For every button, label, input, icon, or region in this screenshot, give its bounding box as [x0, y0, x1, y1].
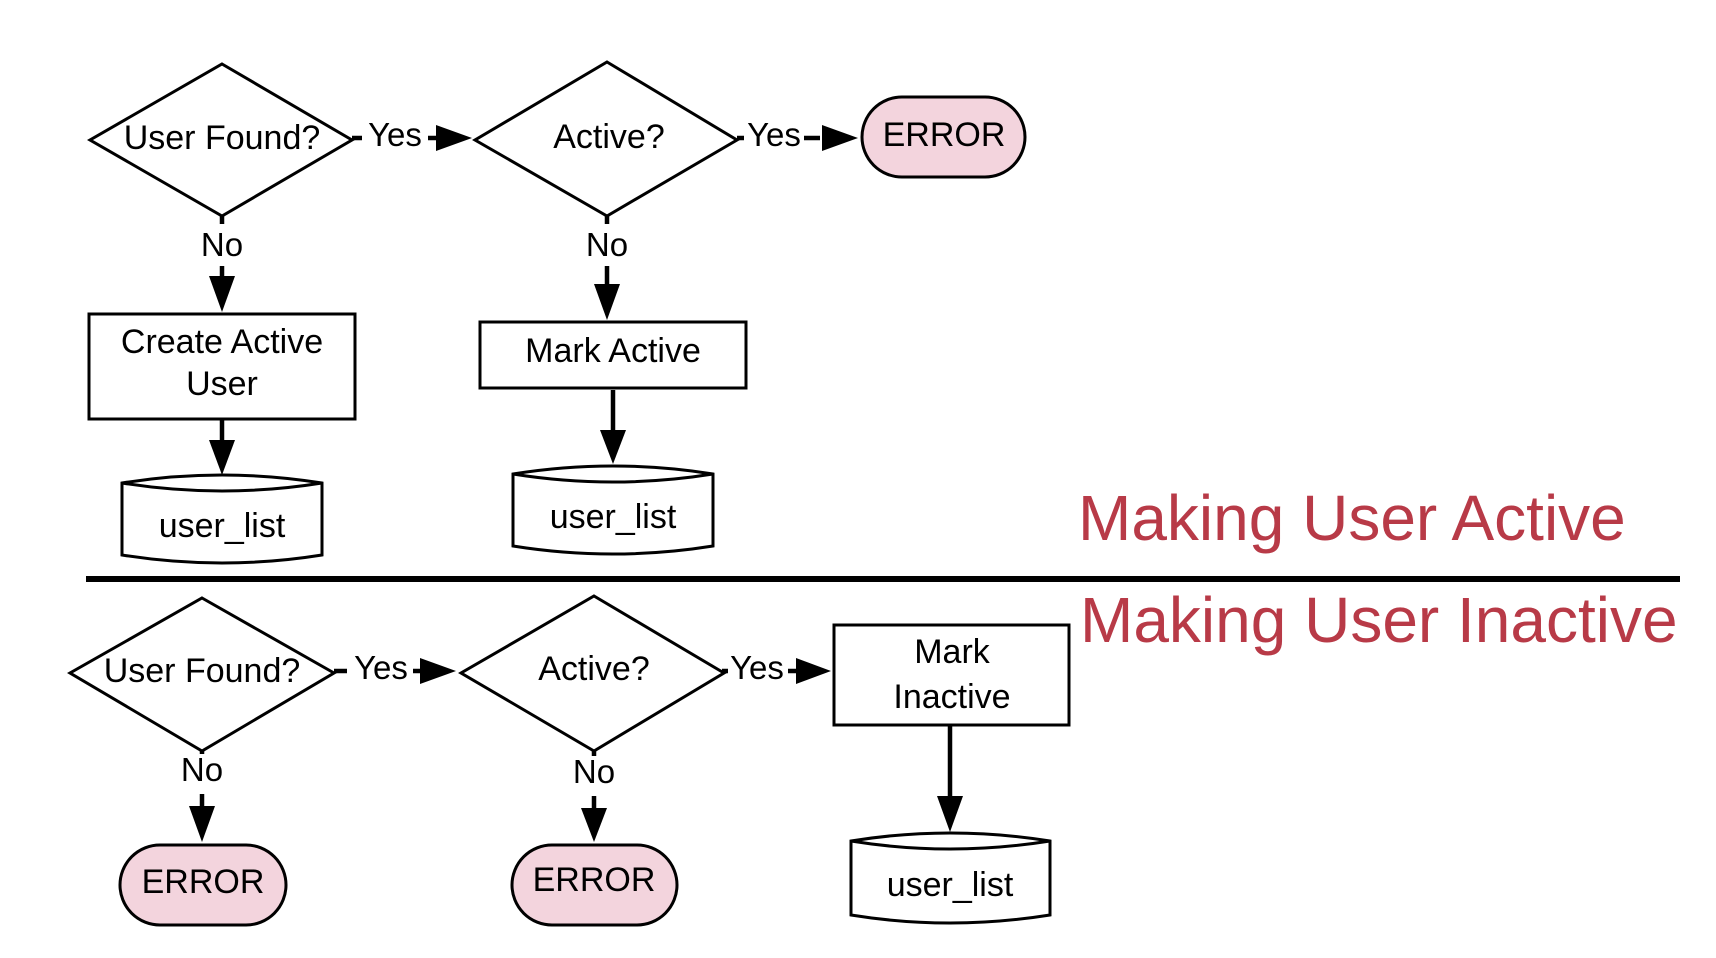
label-error-inactive-2: ERROR — [533, 861, 656, 899]
label-bg-a-no1 — [192, 224, 252, 266]
label-bg-a-yes2 — [744, 116, 804, 156]
section-title-active: Making User Active — [1078, 482, 1626, 554]
label-bg-i-yes2 — [728, 650, 788, 690]
label-db-a1: user_list — [159, 507, 286, 545]
label-user-found-active: User Found? — [124, 119, 321, 157]
label-active-active: Active? — [553, 118, 665, 156]
decision-user-found-inactive — [67, 596, 337, 753]
label-error-active: ERROR — [883, 116, 1006, 154]
bottom-arrowheads — [189, 658, 963, 842]
label-mark-inactive-line1: Mark — [914, 633, 991, 671]
process-mark-active — [478, 320, 748, 390]
top-arrowheads — [209, 125, 858, 475]
database-user-list-a2 — [511, 464, 715, 556]
edge-label-a-yes2: Yes — [747, 116, 801, 153]
label-bg-a-yes1 — [362, 116, 428, 156]
database-user-list-i — [849, 831, 1052, 925]
label-bg-i-no1 — [172, 754, 232, 794]
decision-active-active — [472, 60, 740, 218]
terminal-error-inactive-2 — [510, 843, 679, 927]
edge-label-a-no1: No — [201, 226, 243, 263]
process-mark-inactive — [832, 623, 1071, 727]
label-create-active-line2: User — [186, 365, 258, 403]
edge-label-a-yes1: Yes — [368, 116, 422, 153]
label-bg-i-yes1 — [347, 650, 413, 690]
process-create-active-user — [87, 312, 357, 421]
arrowhead-i-yes2 — [796, 658, 831, 684]
arrowhead-i-mark-db — [937, 796, 963, 832]
label-bg-a-no2 — [577, 224, 637, 266]
label-mark-inactive-line2: Inactive — [893, 678, 1010, 716]
edge-label-i-no1: No — [181, 751, 223, 788]
terminal-error-active — [860, 95, 1027, 179]
label-active-inactive: Active? — [538, 650, 650, 688]
label-bg-i-no2 — [564, 756, 624, 796]
edge-label-i-yes2: Yes — [730, 649, 784, 686]
arrowhead-i-no1 — [189, 806, 215, 842]
edge-label-i-no2: No — [573, 753, 615, 790]
label-db-i: user_list — [887, 866, 1014, 904]
label-create-active-line1: Create Active — [121, 323, 323, 361]
database-user-list-a1 — [120, 473, 324, 565]
decision-active-inactive — [458, 594, 727, 753]
arrowhead-i-no2 — [581, 808, 607, 842]
label-user-found-inactive: User Found? — [104, 652, 301, 690]
label-mark-active: Mark Active — [525, 332, 701, 370]
arrowhead-a-mark-db — [600, 430, 626, 464]
arrowhead-a-yes2 — [822, 125, 858, 151]
terminal-error-inactive-1 — [118, 843, 288, 927]
edge-label-a-no2: No — [586, 226, 628, 263]
arrowhead-a-yes1 — [436, 125, 472, 151]
decision-user-found-active — [86, 62, 355, 218]
section-title-inactive: Making User Inactive — [1080, 584, 1678, 656]
arrowhead-a-no1 — [209, 276, 235, 312]
edge-label-i-yes1: Yes — [354, 649, 408, 686]
arrowhead-i-yes1 — [420, 658, 456, 684]
arrowhead-a-no2 — [594, 284, 620, 320]
arrowhead-a-create-db — [209, 440, 235, 475]
label-db-a2: user_list — [550, 498, 677, 536]
label-error-inactive-1: ERROR — [142, 863, 265, 901]
